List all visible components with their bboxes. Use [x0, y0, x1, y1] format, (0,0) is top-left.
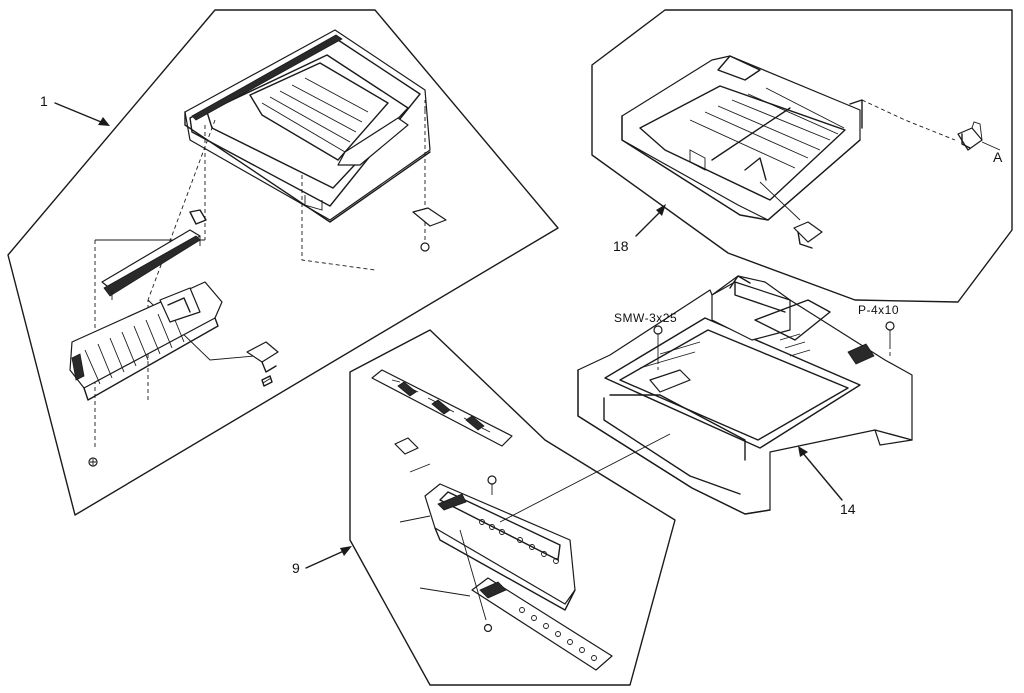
group-18-paper-tray: A 18 — [591, 9, 1013, 303]
callout-a-label: A — [993, 149, 1003, 165]
callout-1-leader — [54, 102, 107, 125]
screw-p-icon — [885, 321, 895, 358]
board-screw-icon — [483, 623, 493, 633]
part-a-guide-line — [861, 99, 956, 141]
circuit-board-part — [471, 577, 613, 671]
panel-screw-icon — [487, 475, 497, 495]
group-14-printer-base: SMW-3x25 P-4x10 14 — [577, 275, 913, 517]
callout-14-leader — [801, 451, 843, 501]
callout-18-leader — [635, 209, 663, 237]
lower-clip — [759, 181, 823, 249]
panel-to-base-connector — [499, 433, 671, 523]
bracket-clip — [412, 207, 447, 227]
callout-18-label: 18 — [613, 238, 629, 254]
part-a-clip — [957, 121, 983, 151]
callout-1-label: 1 — [40, 93, 48, 109]
screw-smw-icon — [653, 325, 663, 370]
callout-9-leader — [305, 549, 347, 569]
guide-bar-part — [101, 209, 207, 300]
screw-smw-label: SMW-3x25 — [614, 311, 677, 325]
callout-14-label: 14 — [840, 501, 856, 517]
screw-p-label: P-4x10 — [858, 303, 899, 317]
callout-9-label: 9 — [292, 560, 300, 576]
group-9-operation-panel: 9 — [292, 329, 676, 686]
group-1-top-cover-assembly: 1 — [7, 9, 559, 516]
top-cover-part — [184, 29, 431, 223]
screw-icon — [88, 457, 98, 467]
panel-label-tag — [394, 437, 419, 455]
panel-cover-strip — [371, 369, 513, 447]
group-18-boundary — [591, 9, 1013, 303]
printer-base-part — [577, 275, 913, 515]
group-1-boundary — [7, 9, 559, 516]
lever-and-spring — [246, 341, 279, 387]
group-9-boundary — [349, 329, 676, 686]
paper-tray-part — [621, 55, 863, 221]
paper-guide-assembly — [69, 281, 223, 401]
control-panel-part — [424, 483, 576, 611]
